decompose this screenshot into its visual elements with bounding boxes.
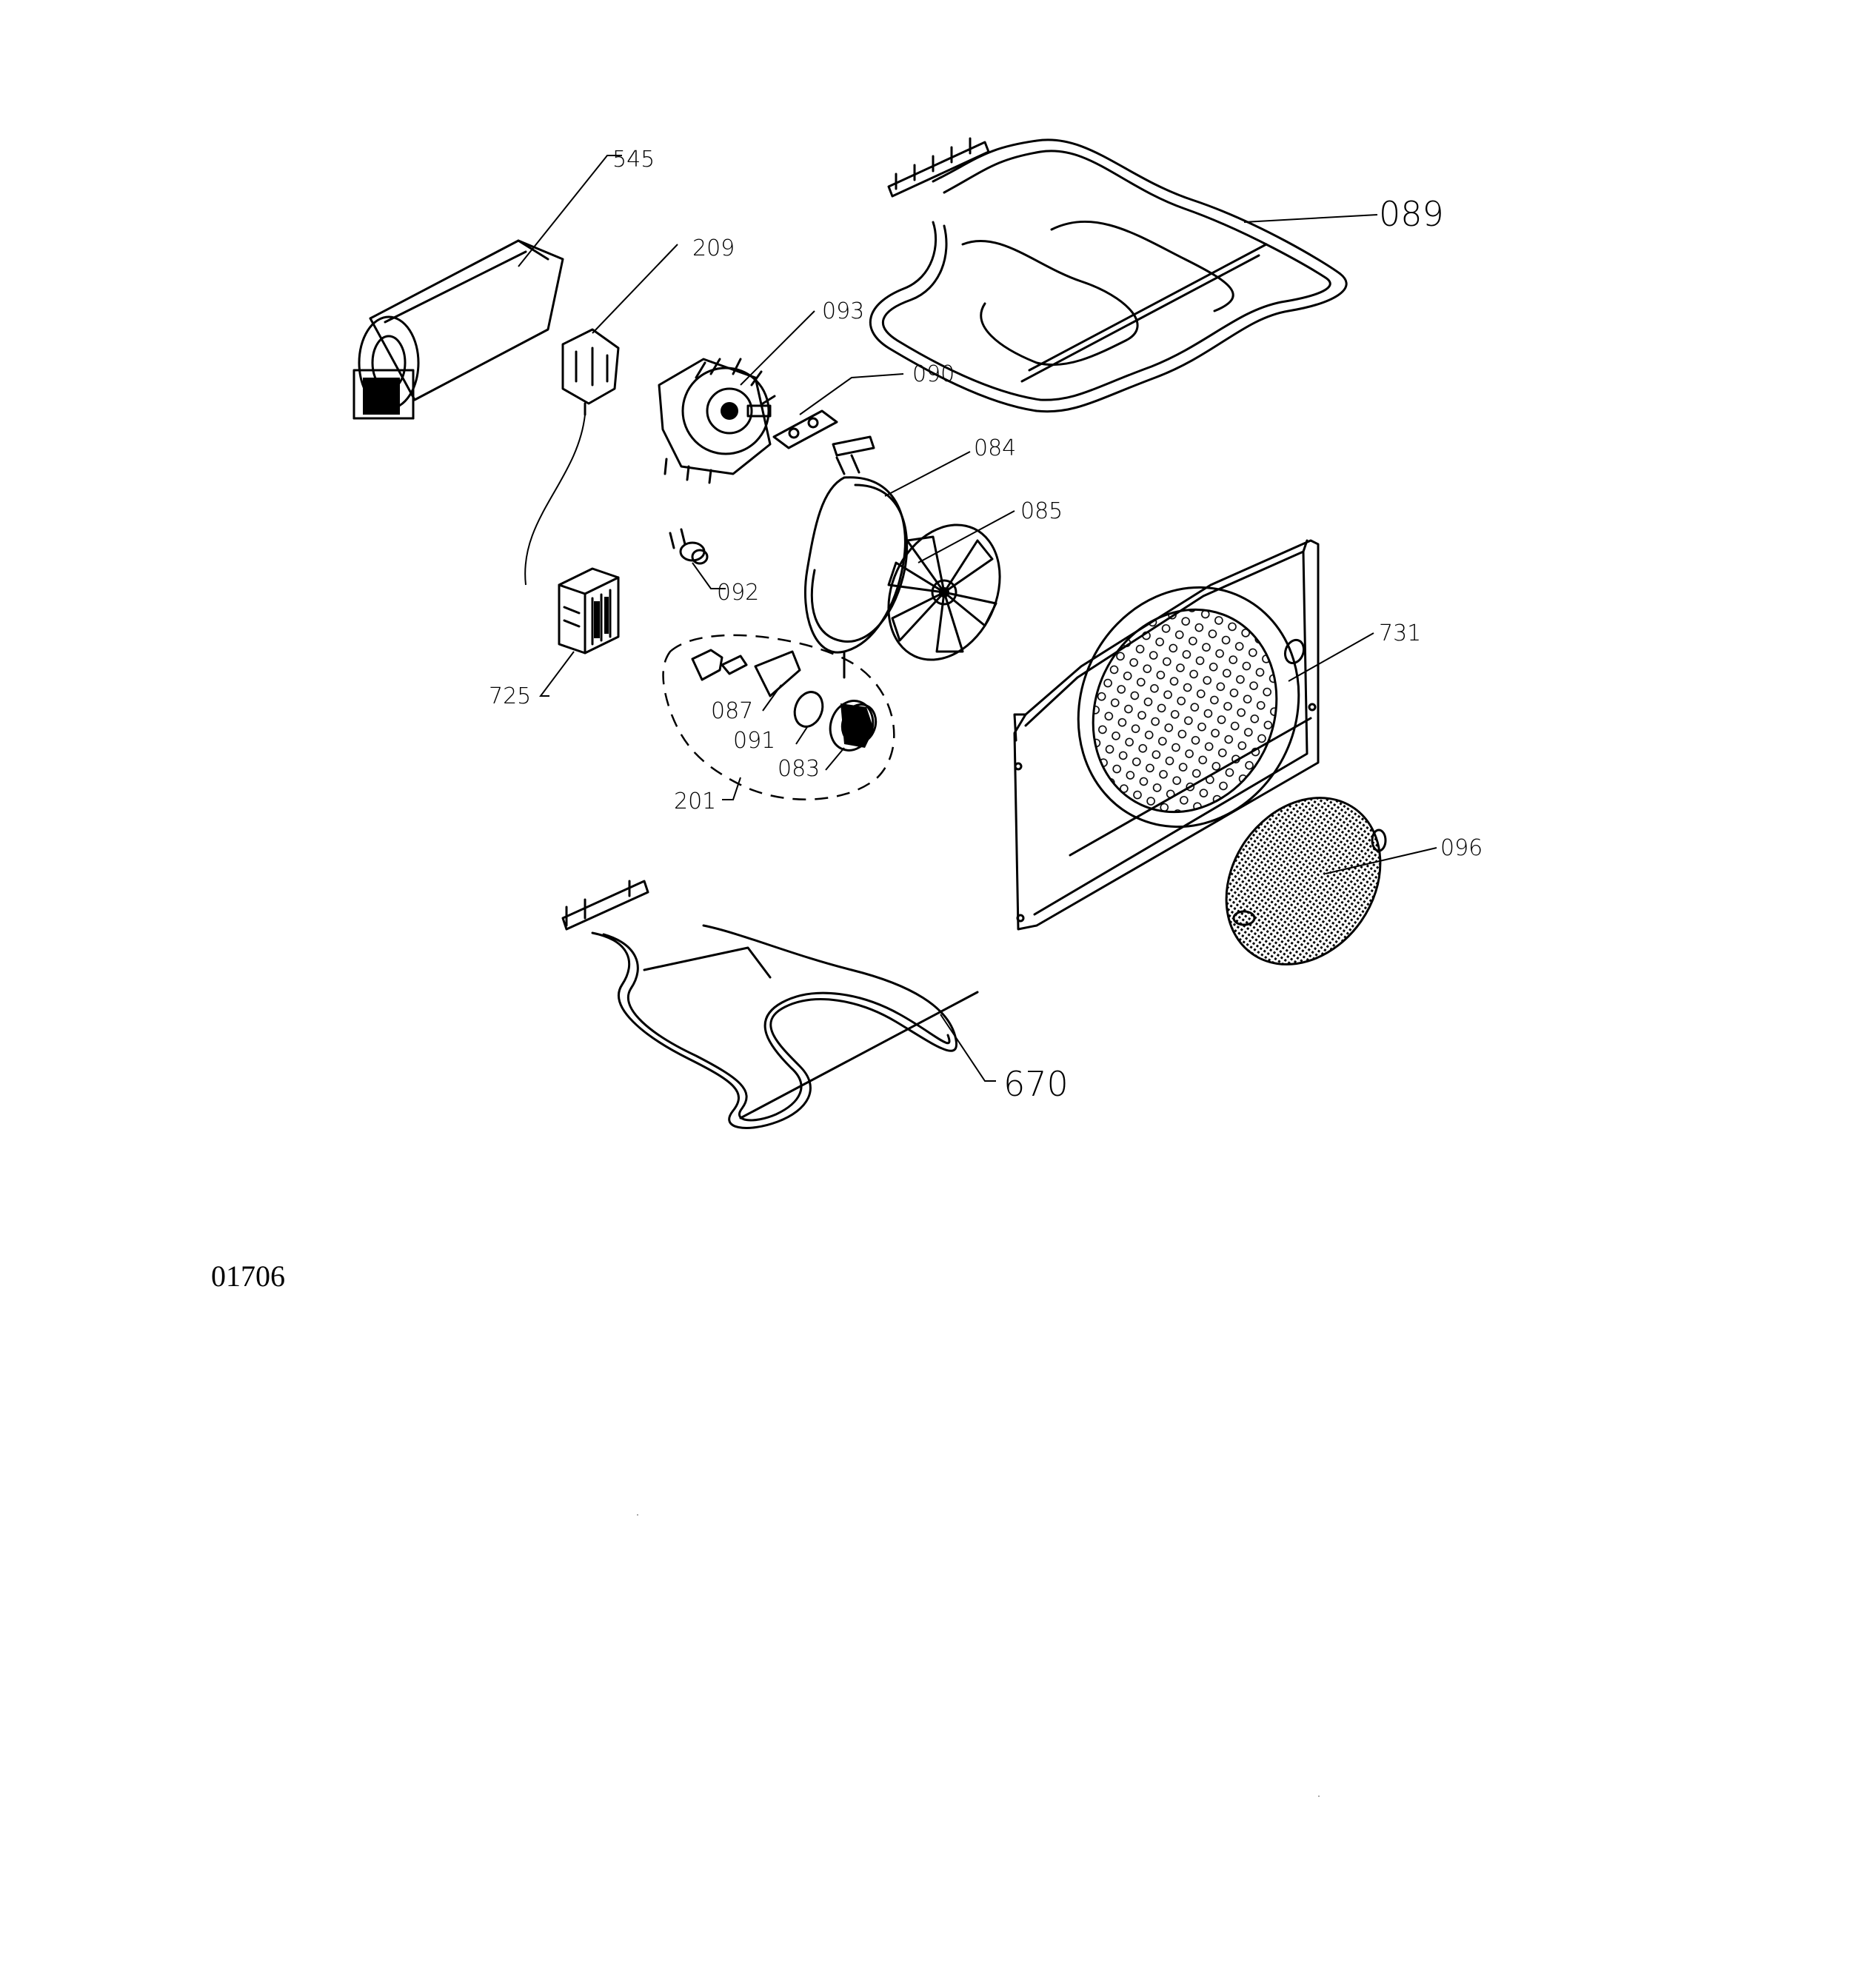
part-083-lamp-cover [829, 700, 878, 752]
part-085-fan-blade [887, 523, 1001, 661]
label-091: 091 [733, 728, 775, 754]
part-087-lamp [691, 649, 801, 697]
label-731: 731 [1379, 620, 1421, 646]
label-670: 670 [1003, 1064, 1069, 1104]
part-725-terminal-block [558, 567, 620, 655]
part-545-cooling-fan [352, 239, 564, 420]
scan-speck [1318, 1795, 1320, 1797]
label-096: 096 [1440, 835, 1483, 861]
part-084-circular-element [803, 435, 909, 679]
part-731-rear-panel [1013, 539, 1320, 931]
label-084: 084 [974, 435, 1016, 461]
label-209: 209 [692, 235, 735, 261]
label-092: 092 [717, 580, 759, 606]
label-087: 087 [711, 698, 753, 724]
label-089: 089 [1379, 194, 1444, 234]
scan-speck [637, 1514, 638, 1516]
part-092-lamp-holder [669, 528, 709, 565]
label-201: 201 [674, 789, 716, 814]
label-545: 545 [612, 147, 655, 173]
label-085: 085 [1020, 498, 1063, 524]
leader-lines [518, 155, 1437, 1082]
label-090: 090 [912, 361, 955, 387]
part-209-plug-cable [524, 328, 620, 586]
sheet-code: 01706 [211, 1259, 285, 1293]
label-083: 083 [778, 756, 820, 782]
part-091-o-ring [793, 691, 824, 728]
part-670-bottom-element [561, 880, 979, 1129]
part-labels: 545 209 089 093 090 084 085 092 731 725 … [489, 147, 1483, 1104]
group-201-outline [662, 634, 895, 800]
label-725: 725 [489, 683, 531, 709]
part-089-grill-element [869, 137, 1348, 413]
part-096-mesh-filter [1225, 797, 1387, 965]
part-093-convection-motor [658, 358, 776, 484]
part-090-gasket-plate [772, 409, 838, 449]
label-093: 093 [822, 298, 864, 324]
